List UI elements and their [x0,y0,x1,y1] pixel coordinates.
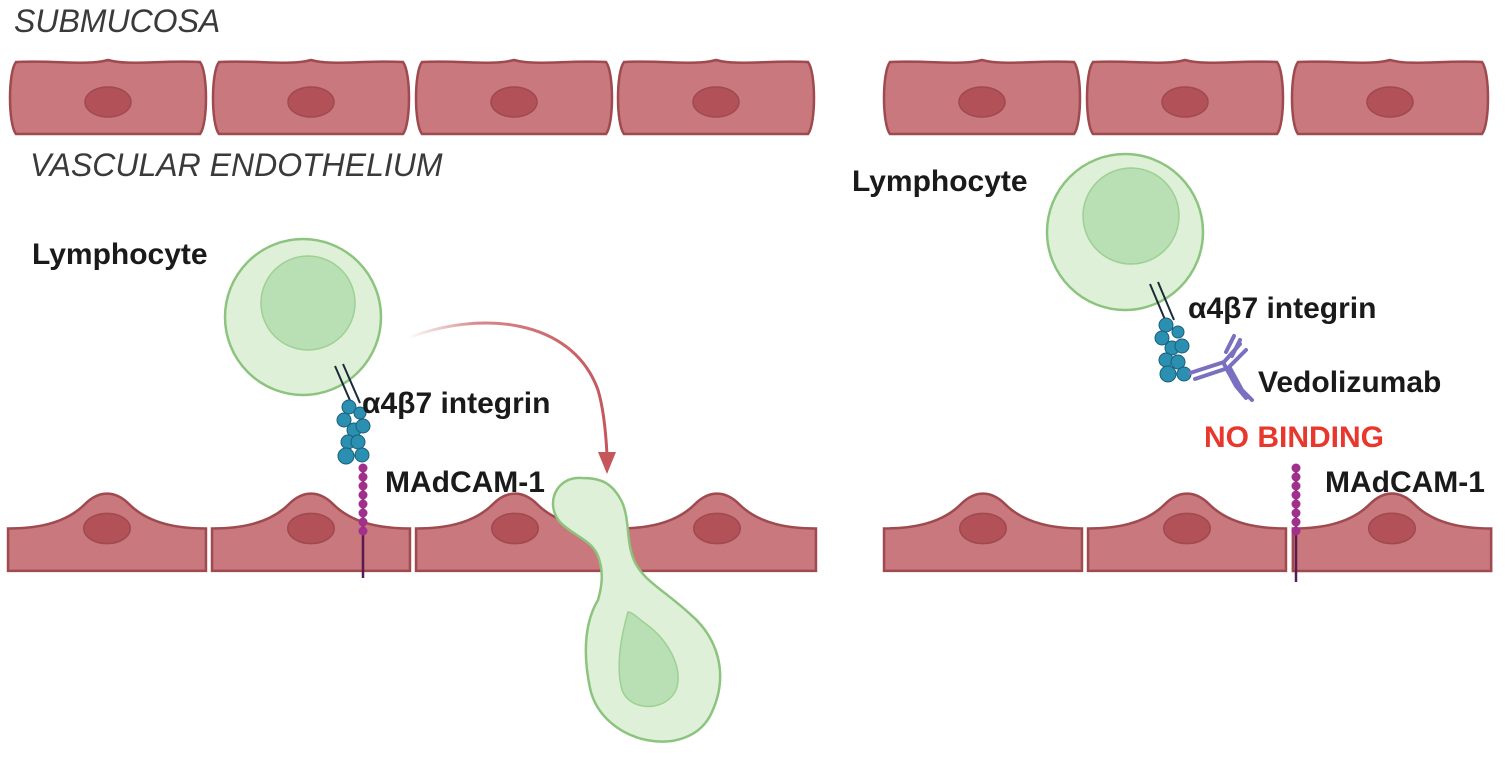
endothelial-cell [414,58,614,136]
right-top-endothelium [882,58,1490,136]
migration-arrow-icon [407,321,616,474]
left-bottom-endothelium [6,492,818,573]
transmigrating-lymphocyte [551,476,722,743]
right-bottom-endothelium [882,492,1493,573]
no-binding-label: NO BINDING [1204,421,1384,454]
left-lymphocyte-label: Lymphocyte [32,238,208,271]
right-integrin-label: α4β7 integrin [1188,292,1376,325]
left-madcam-label: MAdCAM-1 [385,466,545,499]
submucosa-label: SUBMUCOSA [14,3,220,39]
right-integrin-icon [1149,281,1192,383]
right-lymphocyte-label: Lymphocyte [852,165,1028,198]
vascular-endothelium-label: VASCULAR ENDOTHELIUM [30,147,443,183]
left-madcam-icon [358,463,368,578]
endothelial-cell [616,492,818,573]
left-integrin-label: α4β7 integrin [362,387,550,420]
endothelial-cell [1085,58,1285,136]
endothelial-cell [882,492,1084,573]
right-madcam-label: MAdCAM-1 [1325,466,1485,499]
left-top-endothelium [8,58,816,136]
endothelial-cell [882,58,1082,136]
endothelial-cell [1086,492,1288,573]
endothelial-cell [1290,58,1490,136]
left-integrin-icon [334,363,371,465]
vedolizumab-label: Vedolizumab [1258,366,1441,399]
endothelial-cell [210,492,412,573]
right-lymphocyte [1045,152,1205,312]
endothelial-cell [1291,492,1493,573]
endothelial-cell [616,58,816,136]
left-lymphocyte [223,237,383,397]
endothelial-cell [6,492,208,573]
endothelial-cell [211,58,411,136]
endothelial-cell [8,58,208,136]
vedolizumab-antibody-icon [1188,334,1254,402]
right-madcam-icon [1291,463,1301,582]
